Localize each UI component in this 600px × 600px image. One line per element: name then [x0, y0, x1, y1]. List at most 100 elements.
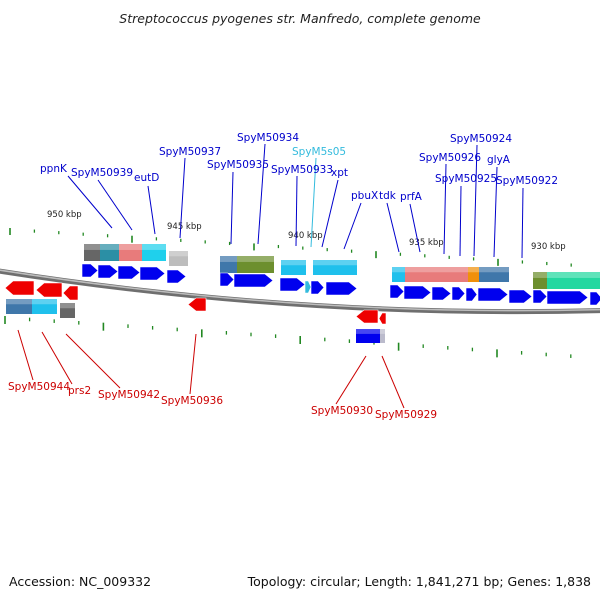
feature-segment-shine	[380, 329, 385, 334]
gene-label-spym50935: SpyM50935	[207, 159, 269, 171]
label-connector-line	[473, 144, 478, 257]
gene-label-glya: glyA	[487, 154, 511, 166]
feature-segment	[32, 299, 57, 314]
forward-gene-arrow	[403, 285, 432, 300]
feature-segment-shine	[479, 267, 509, 273]
feature-segment	[468, 267, 479, 282]
label-connector-line	[67, 175, 113, 229]
gene-label-eutd: eutD	[134, 172, 159, 184]
feature-segment-shine	[142, 244, 166, 250]
gene-label-spym50930: SpyM50930	[311, 405, 373, 417]
genome-backbone-highlight	[0, 269, 600, 312]
label-connector-line	[17, 329, 34, 381]
forward-gene-arrow	[389, 284, 405, 299]
label-connector-line	[386, 202, 400, 253]
forward-strand-genes	[81, 263, 600, 306]
gene-label-spym50937: SpyM50937	[159, 146, 221, 158]
label-connector-line	[41, 331, 73, 385]
gene-label-spym50929: SpyM50929	[375, 409, 437, 421]
label-connector-line	[65, 333, 121, 389]
forward-gene-arrow	[139, 266, 166, 281]
feature-segment-shine	[468, 267, 479, 273]
reverse-gene-arrow	[4, 280, 35, 296]
forward-gene-arrow	[233, 273, 274, 288]
label-connector-line	[493, 166, 498, 258]
feature-segment	[142, 244, 166, 261]
feature-segment	[6, 299, 32, 314]
scale-label: 950 kbp	[47, 210, 82, 220]
label-connector-line	[295, 175, 298, 247]
forward-gene-arrow	[279, 277, 306, 292]
label-connector-line	[409, 203, 421, 253]
feature-segment	[100, 244, 119, 261]
label-connector-line	[321, 179, 339, 248]
feature-segment-shine	[392, 267, 405, 273]
gene-label-spym5s05: SpyM5s05	[292, 146, 346, 158]
label-connector-line	[521, 187, 524, 259]
feature-segment-shine	[547, 272, 600, 278]
forward-gene-arrow	[117, 265, 141, 280]
label-connector-line	[179, 157, 186, 239]
gene-label-tdk: tdk	[379, 190, 397, 202]
gene-label-ppnk: ppnK	[40, 163, 68, 175]
feature-segment	[479, 267, 509, 282]
label-connector-line	[343, 202, 362, 250]
feature-segment	[60, 303, 75, 318]
gene-label-spym50936: SpyM50936	[161, 395, 223, 407]
feature-segment-shine	[313, 260, 357, 266]
feature-segment-shine	[533, 272, 547, 278]
forward-gene-arrow	[508, 289, 533, 304]
gene-label-spym50944: SpyM50944	[8, 381, 70, 393]
feature-segment-shine	[220, 256, 237, 262]
map-title: Streptococcus pyogenes str. Manfredo, co…	[119, 11, 481, 26]
gene-label-spym50942: SpyM50942	[98, 389, 160, 401]
gene-label-spym50925: SpyM50925	[435, 173, 497, 185]
gene-label-spym50924: SpyM50924	[450, 133, 512, 145]
feature-segment-shine	[169, 251, 188, 257]
feature-segment-shine	[6, 299, 32, 305]
feature-segment	[281, 260, 306, 275]
label-connector-line	[147, 185, 156, 235]
reverse-gene-arrow	[187, 297, 207, 312]
feature-segment	[119, 244, 142, 261]
gene-label-prfa: prfA	[400, 191, 423, 203]
forward-gene-arrow	[477, 287, 509, 302]
feature-segment	[220, 256, 237, 273]
forward-gene-arrow	[97, 264, 119, 279]
scale-labels: 950 kbp 945 kbp 940 kbp 935 kbp 930 kbp	[47, 210, 566, 252]
feature-segment-shine	[119, 244, 142, 250]
feature-segment	[356, 329, 380, 343]
forward-gene-arrow	[532, 289, 548, 304]
gene-label-spym50933: SpyM50933	[271, 164, 333, 176]
feature-segment	[547, 272, 600, 289]
genome-backbone	[0, 268, 600, 315]
forward-gene-arrow	[546, 290, 589, 305]
label-connector-line	[443, 163, 447, 255]
label-connector-line	[230, 171, 234, 245]
feature-segment-shine	[84, 244, 100, 250]
gene-label-spym50939: SpyM50939	[71, 167, 133, 179]
feature-segment	[392, 267, 405, 282]
reverse-gene-arrow	[62, 285, 79, 301]
scale-label: 935 kbp	[409, 238, 444, 248]
feature-segment	[405, 267, 468, 282]
gene-label-xpt: xpt	[331, 167, 348, 179]
reverse-gene-arrow	[35, 282, 63, 298]
feature-segment	[380, 329, 385, 343]
scale-label: 945 kbp	[167, 222, 202, 232]
label-connector-line	[97, 179, 133, 231]
feature-segment	[533, 272, 547, 289]
feature-bars	[6, 244, 600, 343]
forward-gene-arrow	[325, 281, 358, 296]
tick-marks	[4, 228, 572, 358]
feature-segment-shine	[405, 267, 468, 273]
scale-label: 930 kbp	[531, 242, 566, 252]
feature-segment-shine	[60, 303, 75, 309]
forward-gene-arrow	[310, 280, 325, 295]
label-connector-line	[257, 143, 266, 245]
scale-label: 940 kbp	[288, 231, 323, 241]
feature-segment	[169, 251, 188, 266]
feature-segment-shine	[32, 299, 57, 305]
label-connector-line	[189, 333, 197, 395]
